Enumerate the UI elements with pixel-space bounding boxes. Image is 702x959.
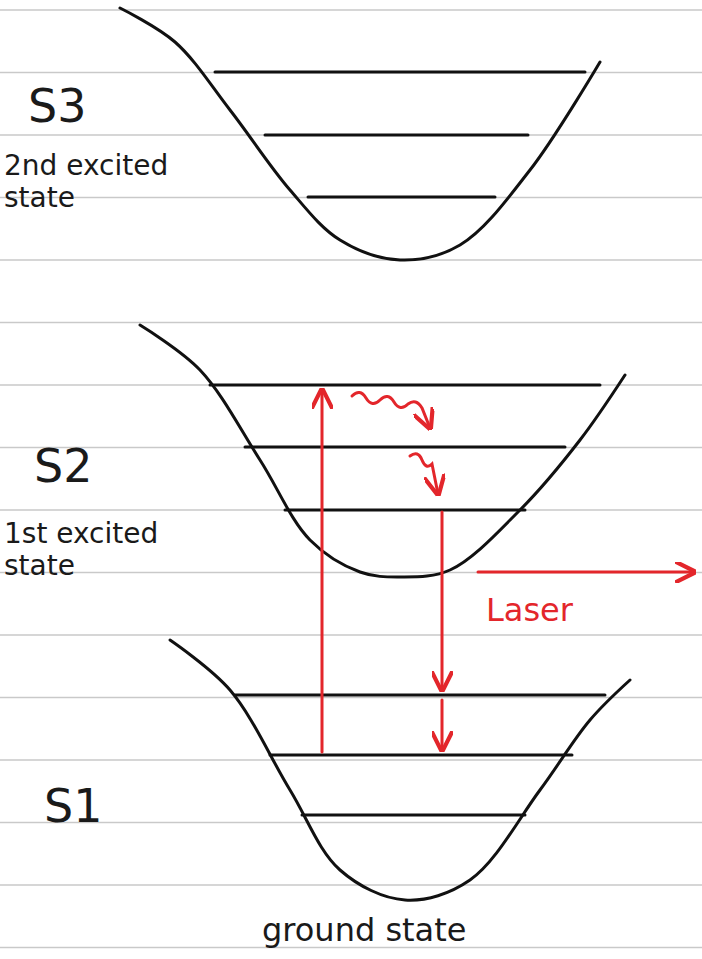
potential-well-curve (120, 8, 600, 260)
state-description: 2nd excited state (4, 150, 204, 214)
paper-rule (0, 384, 702, 386)
paper-rule (0, 822, 702, 824)
paper-rule (0, 509, 702, 511)
paper-rule (0, 572, 702, 574)
potential-well-curve (140, 325, 625, 577)
paper-rule (0, 697, 702, 699)
paper-rule (0, 197, 702, 199)
state-description: 1st excited state (4, 518, 204, 582)
paper-rule (0, 72, 702, 74)
paper-rule (0, 322, 702, 324)
paper-rule (0, 447, 702, 449)
vibrational-levels (210, 72, 605, 815)
potential-well-curve (170, 640, 630, 900)
ruled-paper-lines (0, 10, 702, 948)
potential-wells (120, 8, 630, 900)
paper-rule (0, 134, 702, 136)
paper-rule (0, 884, 702, 886)
state-description: ground state (262, 912, 466, 949)
state-symbol: S2 (34, 440, 92, 493)
paper-rule (0, 9, 702, 11)
transition-arrows (322, 390, 694, 752)
state-symbol: S3 (28, 80, 86, 133)
paper-rule (0, 259, 702, 261)
paper-rule (0, 634, 702, 636)
state-symbol: S1 (44, 780, 102, 833)
laser-label: Laser (486, 592, 573, 629)
paper-rule (0, 759, 702, 761)
